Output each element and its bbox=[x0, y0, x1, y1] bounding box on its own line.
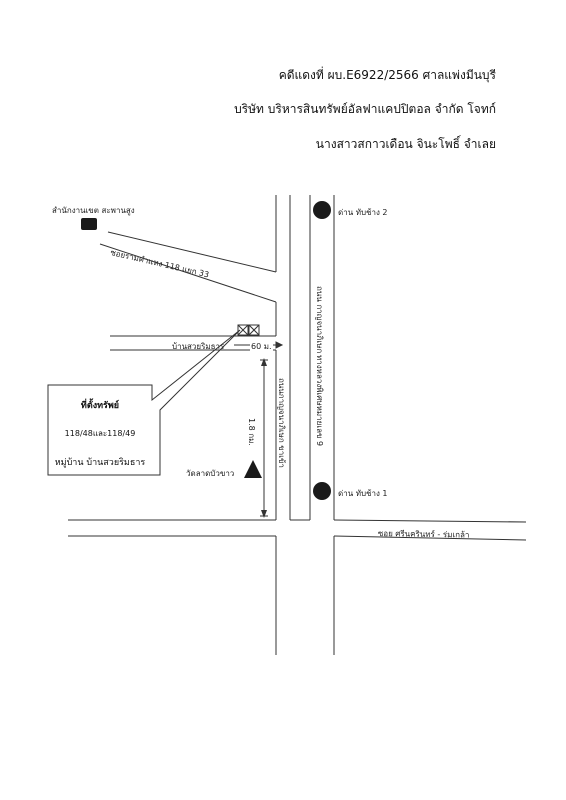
property-box-village: หมู่บ้าน บ้านสวยริมธาร bbox=[54, 458, 146, 468]
property-box-title: ที่ตั้งทรัพย์ bbox=[80, 401, 120, 411]
plaintiff-line: บริษัท บริหารสินทรัพย์อัลฟาแคปปิตอล จำกั… bbox=[234, 102, 496, 116]
soi-ramkhamhaeng-bottom-edge bbox=[99, 243, 277, 303]
toll-booth-1-icon bbox=[313, 482, 331, 500]
district-office-icon bbox=[81, 218, 97, 230]
temple-icon bbox=[244, 460, 262, 478]
ban-suan-rimthan-label: บ้านสวยริมธาร bbox=[172, 342, 225, 351]
district-office-label: สำนักงานเขต สะพานสูง bbox=[52, 206, 135, 215]
toll-booth-2-icon bbox=[313, 201, 331, 219]
distance-18km-label: 1.8 กม. bbox=[245, 418, 258, 446]
property-box-numbers: 118/48และ118/49 bbox=[64, 429, 136, 438]
toll-booth-2-label: ด่าน ทับช้าง 2 bbox=[338, 208, 388, 217]
service-road-label: ถนนกาญจนาภิเษก ขาเข้า bbox=[277, 378, 286, 468]
property-callout-box bbox=[47, 329, 241, 476]
cross-road-right-bottom bbox=[333, 535, 527, 541]
soi-ramkhamhaeng-top-edge bbox=[107, 231, 277, 273]
temple-label: วัดลาดบัวขาว bbox=[186, 469, 235, 478]
distance-60m-label: 60 ม. bbox=[250, 340, 273, 353]
motorway-label: ทางหลวงพิเศษหมายเลข 9 bbox=[315, 355, 324, 447]
defendant-line: นางสาวสกาวเดือน จินะโพธิ์ จำเลย bbox=[315, 137, 496, 151]
cross-road-right-top bbox=[333, 519, 527, 523]
case-number: คดีแดงที่ ผบ.E6922/2566 ศาลแพ่งมีนบุรี bbox=[278, 68, 496, 82]
toll-booth-1-label: ด่าน ทับช้าง 1 bbox=[338, 489, 388, 498]
property-marker-icon bbox=[237, 324, 260, 336]
road-kanchana-label: ถนน กาญจนาภิเษก bbox=[315, 286, 324, 354]
soi-srinakarin-label: ซอย ศรีนครินทร์ - ร่มเกล้า bbox=[377, 528, 470, 540]
